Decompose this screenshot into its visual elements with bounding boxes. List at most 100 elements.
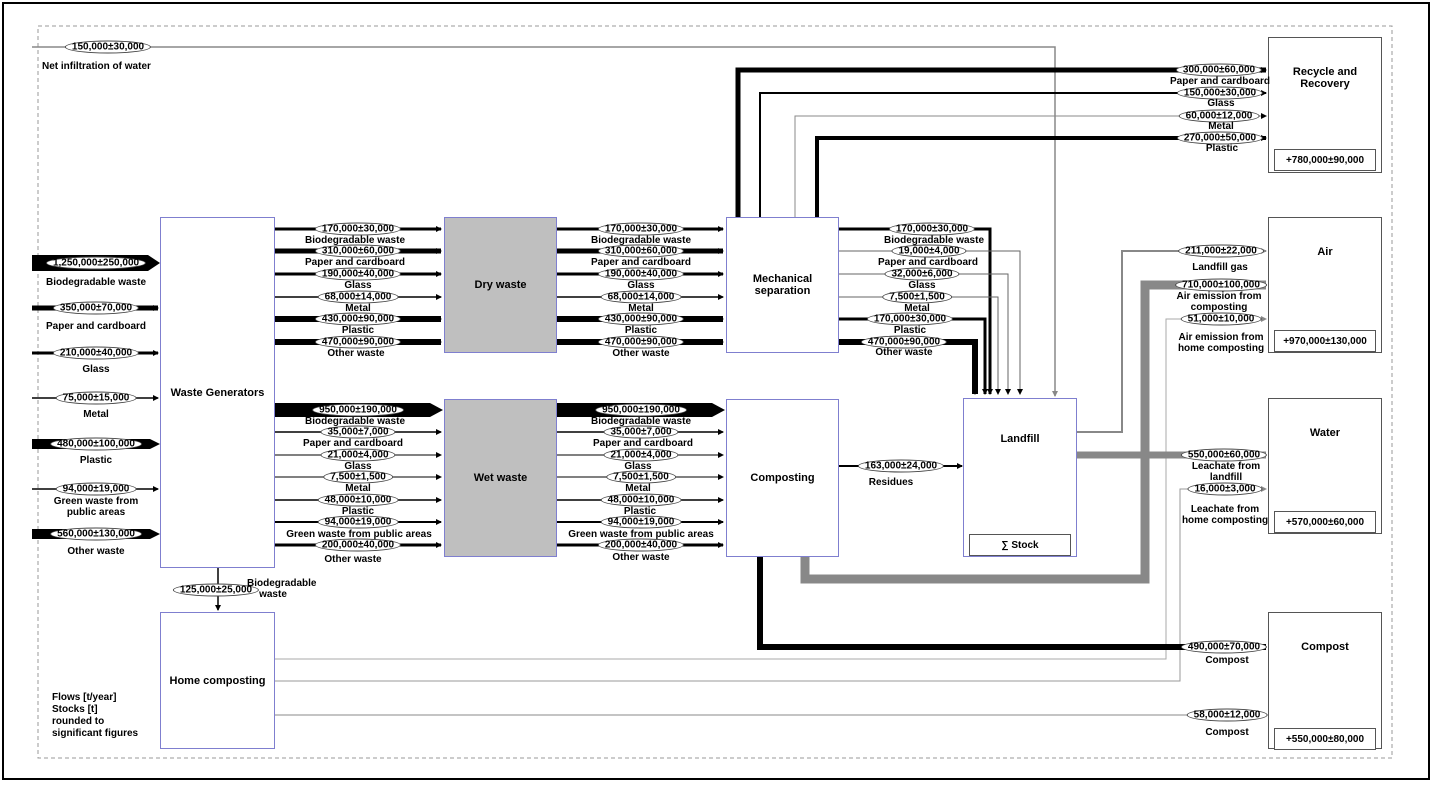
legend: Flows [t/year] Stocks [t] rounded to sig…: [52, 692, 138, 740]
flow-value: 200,000±40,000: [597, 538, 685, 552]
compost-total: +550,000±80,000: [1274, 728, 1376, 750]
flow-label: Biodegradable waste: [45, 277, 147, 288]
mech-to-recycle-flows: [735, 67, 1267, 218]
flow-label: Compost: [1205, 655, 1249, 666]
flow-label: Metal: [904, 303, 930, 314]
flow-label: Other waste: [612, 348, 670, 359]
flow-label: Plastic: [341, 506, 375, 517]
waste-generators-box[interactable]: Waste Generators: [160, 217, 275, 568]
home-composting-box[interactable]: Home composting: [160, 612, 275, 749]
flow-label: Biodegradable waste: [304, 235, 406, 246]
flow-value: 68,000±14,000: [317, 290, 399, 304]
flow-label: Other waste: [67, 546, 125, 557]
flow-label: Plastic: [341, 325, 375, 336]
air-total: +970,000±130,000: [1274, 330, 1376, 352]
landfill-box[interactable]: Landfill: [963, 398, 1077, 557]
flow-label: Paper and cardboard: [592, 438, 694, 449]
flow-value: 16,000±3,000: [1187, 482, 1263, 496]
flow-label: Biodegradable waste: [304, 416, 406, 427]
flow-value: 7,500±1,500: [606, 470, 676, 484]
flow-label: Biodegradable waste: [883, 235, 985, 246]
flow-value: 51,000±10,000: [1180, 312, 1262, 326]
flow-value: 470,000±90,000: [597, 335, 685, 349]
flow-label: Residues: [868, 477, 914, 488]
flow-label: Glass: [82, 364, 110, 375]
flow-value: 35,000±7,000: [320, 425, 396, 439]
flow-label: Air emission from home composting: [1177, 332, 1265, 354]
flow-value: 170,000±30,000: [888, 222, 976, 236]
flow-value: 94,000±19,000: [317, 515, 399, 529]
flow-label: Glass: [1207, 98, 1235, 109]
flow-label: Leachate from landfill: [1191, 461, 1261, 483]
flow-value: 210,000±40,000: [52, 346, 140, 360]
infiltration-flow: [32, 46, 1058, 397]
flow-value: 21,000±4,000: [320, 448, 396, 462]
flow-value: 170,000±30,000: [866, 312, 954, 326]
flow-value: 7,500±1,500: [882, 290, 952, 304]
flow-value: 310,000±60,000: [314, 244, 402, 258]
flow-label: Metal: [83, 409, 109, 420]
flow-label: Plastic: [1205, 143, 1239, 154]
flow-value: 48,000±10,000: [317, 493, 399, 507]
flow-value: 430,000±90,000: [597, 312, 685, 326]
flow-label: Other waste: [324, 554, 382, 565]
flow-label: Metal: [625, 483, 651, 494]
flow-value: 190,000±40,000: [314, 267, 402, 281]
flow-label: Plastic: [79, 455, 113, 466]
flow-label: Paper and cardboard: [45, 321, 147, 332]
flow-label: Paper and cardboard: [1169, 76, 1271, 87]
flow-value: 35,000±7,000: [603, 425, 679, 439]
flow-value: 32,000±6,000: [884, 267, 960, 281]
flow-label: Biodegradable waste: [590, 416, 692, 427]
flow-value: 58,000±12,000: [1186, 708, 1268, 722]
flow-value: 170,000±30,000: [597, 222, 685, 236]
flow-label: Green waste from public areas: [286, 529, 432, 540]
flow-value: 300,000±60,000: [1175, 63, 1263, 77]
flow-value: 125,000±25,000: [172, 583, 260, 597]
flow-value: 950,000±190,000: [595, 403, 687, 417]
flow-value: 550,000±60,000: [1180, 448, 1268, 462]
flow-value: 150,000±30,000: [1176, 86, 1264, 100]
compost-box[interactable]: Compost: [1268, 612, 1382, 749]
wet-waste-box[interactable]: Wet waste: [444, 399, 557, 557]
flow-label: Biodegradable waste: [247, 578, 317, 600]
legend-line: Stocks [t]: [52, 704, 98, 715]
flow-value: 68,000±14,000: [600, 290, 682, 304]
flow-label: Biodegradable waste: [590, 235, 692, 246]
flow-label: Glass: [344, 280, 372, 291]
flow-value: 19,000±4,000: [891, 244, 967, 258]
flow-label: Other waste: [875, 347, 933, 358]
flow-label: Other waste: [612, 552, 670, 563]
composting-box[interactable]: Composting: [726, 399, 839, 557]
flow-label: Paper and cardboard: [877, 257, 979, 268]
flow-value: 170,000±30,000: [314, 222, 402, 236]
flow-value: 60,000±12,000: [1178, 109, 1260, 123]
dry-waste-box[interactable]: Dry waste: [444, 217, 557, 353]
flow-value: 190,000±40,000: [597, 267, 685, 281]
flow-label: Metal: [1208, 121, 1234, 132]
flow-label: Glass: [908, 280, 936, 291]
flow-label: Plastic: [623, 506, 657, 517]
flow-label: Air emission from composting: [1176, 291, 1262, 313]
flow-label: Paper and cardboard: [590, 257, 692, 268]
flow-value: 1,250,000±250,000: [45, 256, 147, 270]
flow-value: 211,000±22,000: [1178, 244, 1264, 258]
flow-value: 480,000±100,000: [50, 437, 142, 451]
flow-value: 270,000±50,000: [1176, 131, 1264, 145]
mechanical-separation-box[interactable]: Mechanical separation: [726, 217, 839, 353]
flow-value: 950,000±190,000: [312, 403, 404, 417]
flow-label: Landfill gas: [1192, 262, 1248, 273]
flow-label: Other waste: [327, 348, 385, 359]
flow-label: Green waste from public areas: [568, 529, 714, 540]
flow-label: Compost: [1205, 727, 1249, 738]
flow-label: Glass: [627, 280, 655, 291]
legend-line: rounded to: [52, 716, 105, 727]
flow-value: 75,000±15,000: [55, 391, 137, 405]
legend-line: Flows [t/year]: [52, 692, 117, 703]
flow-label: Net infiltration of water: [42, 61, 151, 72]
flow-value: 163,000±24,000: [857, 459, 945, 473]
flow-value: 430,000±90,000: [314, 312, 402, 326]
flow-value: 48,000±10,000: [600, 493, 682, 507]
flow-value: 560,000±130,000: [50, 527, 142, 541]
